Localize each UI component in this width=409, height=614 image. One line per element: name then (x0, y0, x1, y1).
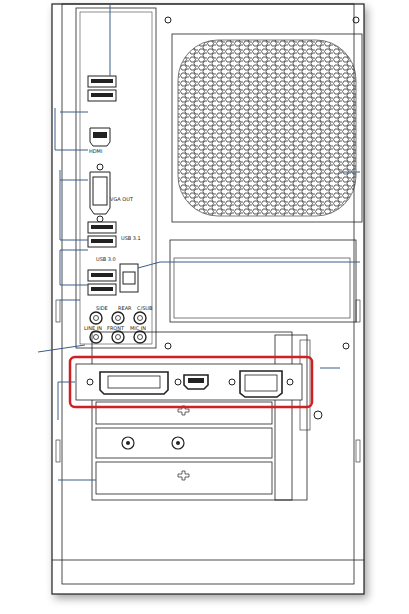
port-label: MIC IN (130, 325, 146, 331)
port-label: FRONT (107, 325, 124, 331)
port-label: USB 3.1 (121, 235, 141, 241)
port-label: REAR (118, 305, 132, 311)
port-label: VGA OUT (110, 196, 133, 202)
port-label: C/SUB (137, 305, 152, 311)
port-label: SIDE (96, 305, 108, 311)
port-label: HDMI (89, 148, 102, 154)
port-label: USB 3.0 (96, 256, 116, 262)
port-label: LINE IN (84, 325, 102, 331)
